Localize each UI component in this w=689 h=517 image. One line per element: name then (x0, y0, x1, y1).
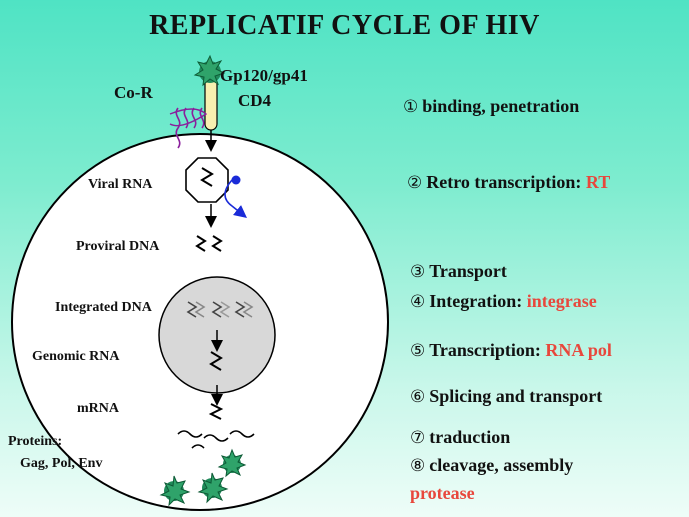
step-3-number: ③ (410, 262, 426, 282)
step-8-number: ⑧ (410, 456, 426, 476)
viral-capsid (185, 157, 229, 203)
proviral-dna-label: Proviral DNA (76, 239, 160, 254)
step-7-text: traduction (429, 427, 511, 447)
step-2-enzyme: RT (585, 172, 611, 192)
integrated-dna (186, 301, 254, 318)
co-receptor-coil (175, 107, 205, 149)
budding-virus-2 (159, 475, 191, 507)
step-2-text: Retro transcription: (426, 172, 582, 192)
budding-virus-3 (197, 472, 229, 504)
rt-dot (231, 175, 241, 185)
genomic-rna-strand (209, 351, 223, 371)
step-6-number: ⑥ (410, 387, 426, 407)
step-4-number: ④ (410, 292, 426, 312)
co-receptor-label: Co-R (114, 83, 153, 102)
budding-virus-1 (217, 448, 247, 478)
protein-list-label: Gag, Pol, Env (20, 456, 103, 471)
genomic-rna-label: Genomic RNA (32, 349, 120, 364)
step-8-enzyme: protease (410, 483, 475, 503)
step-3-text: Transport (429, 261, 507, 281)
step-1-number: ① (403, 97, 419, 117)
viral-rna-strand (200, 167, 214, 187)
cd4-label: CD4 (238, 91, 272, 110)
rt-arrow (224, 179, 247, 218)
step-5-number: ⑤ (410, 341, 426, 361)
proviral-dna (195, 235, 223, 252)
integrated-dna-label: Integrated DNA (55, 300, 152, 315)
diagram-title: REPLICATIF CYCLE OF HIV (149, 10, 540, 41)
step-8-text: cleavage, assembly (429, 455, 574, 475)
virus-particle-top (193, 54, 226, 87)
step-5-text: Transcription: (429, 340, 541, 360)
mrna-strand (208, 403, 224, 420)
proteins-label: Proteins: (8, 434, 63, 449)
step-4-enzyme: integrase (526, 291, 597, 311)
cd4-receptor (204, 77, 218, 131)
step-4-text: Integration: (429, 291, 523, 311)
step-7-number: ⑦ (410, 428, 426, 448)
gp120-label: Gp120/gp41 (220, 66, 308, 85)
step-6-text: Splicing and transport (429, 386, 603, 406)
step-1-text: binding, penetration (422, 96, 580, 116)
viral-rna-label: Viral RNA (88, 177, 153, 192)
protein-chains (177, 430, 255, 449)
step-5-enzyme: RNA pol (545, 340, 612, 360)
mrna-label: mRNA (77, 401, 119, 416)
step-2-number: ② (407, 173, 423, 193)
